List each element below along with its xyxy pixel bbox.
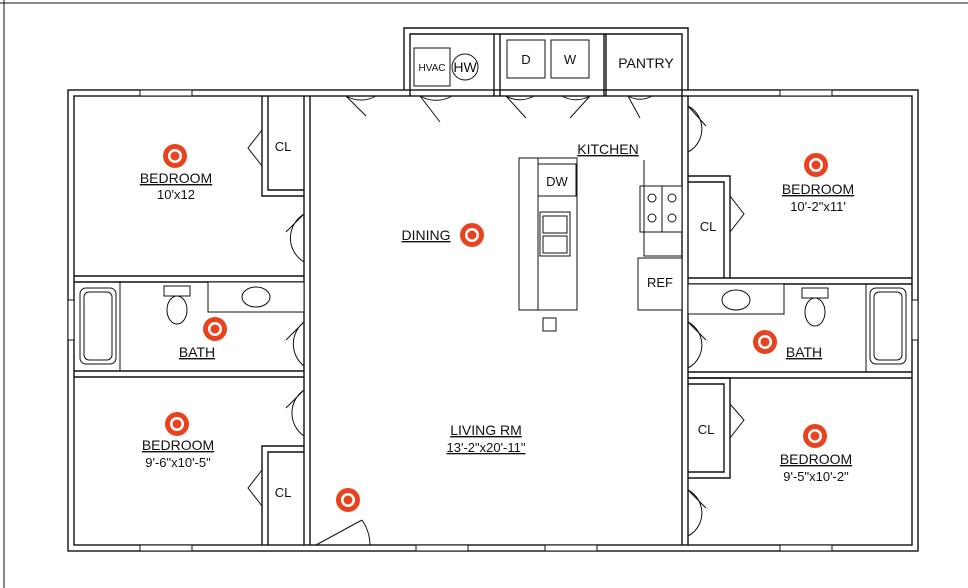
range <box>639 185 683 233</box>
hotspots <box>163 144 828 512</box>
east-doors <box>687 105 745 537</box>
bath-east-name: BATH <box>786 344 822 360</box>
bedroom-ne-size: 10'-2"x11' <box>790 199 846 214</box>
washer <box>550 39 590 79</box>
hotspot-bedroom-sw[interactable] <box>165 412 189 436</box>
hvac-label: HVAC <box>418 63 445 74</box>
dining-name: DINING <box>402 227 451 243</box>
hotspot-living-entry[interactable] <box>336 488 360 512</box>
bedroom-nw-name: BEDROOM <box>140 170 212 186</box>
bathtub-west <box>79 287 117 365</box>
windows <box>67 89 919 552</box>
hotspot-bedroom-se[interactable] <box>803 424 827 448</box>
refrigerator <box>637 257 683 311</box>
hotspot-dining[interactable] <box>460 223 484 247</box>
refrigerator-label: REF <box>647 275 673 290</box>
west-doors <box>247 95 377 546</box>
dishwasher-label: DW <box>546 174 568 189</box>
dishwasher <box>537 163 577 197</box>
east-walls <box>681 96 912 545</box>
bathtub-east <box>869 287 907 365</box>
water-heater-label: HW <box>453 59 477 75</box>
bedroom-ne-name: BEDROOM <box>782 181 854 197</box>
kitchen-name: KITCHEN <box>577 141 638 157</box>
living-name: LIVING RM <box>450 422 522 438</box>
bedroom-sw-size: 9'-6"x10'-5" <box>145 455 211 470</box>
hotspot-bath-east[interactable] <box>753 330 777 354</box>
hotspot-bath-west[interactable] <box>203 317 227 341</box>
closet-sw-label: CL <box>275 485 292 500</box>
water-heater <box>451 53 479 81</box>
kitchen-sink <box>539 211 571 257</box>
west-walls <box>74 96 311 545</box>
pantry-label: PANTRY <box>618 55 674 71</box>
bedroom-se-size: 9'-5"x10'-2" <box>783 469 849 484</box>
bedroom-sw-name: BEDROOM <box>142 437 214 453</box>
washer-label: W <box>564 52 577 67</box>
room-labels: BEDROOM 10'x12 BEDROOM 9'-6"x10'-5" BEDR… <box>140 139 854 500</box>
bedroom-nw-size: 10'x12 <box>157 187 195 202</box>
bedroom-se-name: BEDROOM <box>780 451 852 467</box>
utility-strip: HVAC HW D W PANTRY <box>413 34 674 123</box>
kitchen-fixtures <box>518 157 683 332</box>
toilet-east <box>801 287 829 299</box>
closet-nw-label: CL <box>275 139 292 154</box>
closet-ne-label: CL <box>700 219 717 234</box>
bath-west-name: BATH <box>179 344 215 360</box>
dryer-label: D <box>521 52 530 67</box>
living-size: 13'-2"x20'-11" <box>447 440 526 455</box>
hotspot-bedroom-ne[interactable] <box>804 153 828 177</box>
hvac-unit <box>413 47 451 87</box>
closet-se-label: CL <box>698 422 715 437</box>
toilet-west <box>163 285 191 297</box>
dryer <box>506 39 546 79</box>
hotspot-bedroom-nw[interactable] <box>163 144 187 168</box>
